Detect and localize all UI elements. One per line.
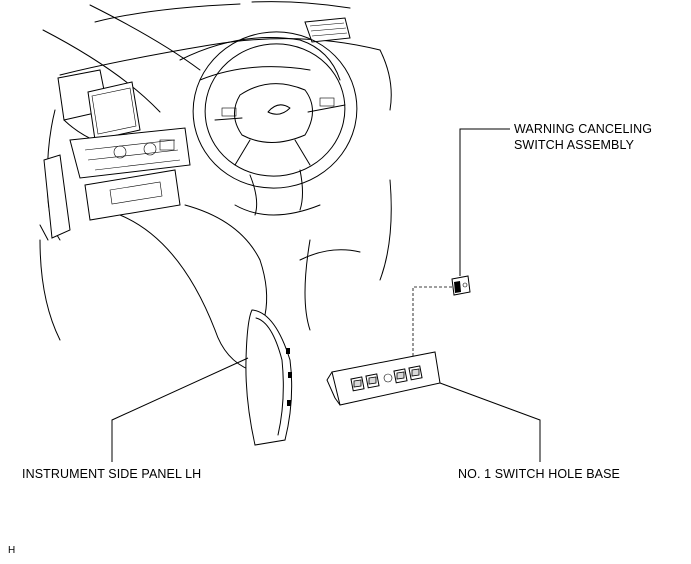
dashboard-drawing bbox=[39, 1, 392, 371]
warning-switch-label-line2: SWITCH ASSEMBLY bbox=[514, 138, 635, 152]
switch-leader-line bbox=[459, 128, 510, 276]
switch-hole-base bbox=[326, 351, 441, 406]
side-panel-label: INSTRUMENT SIDE PANEL LH bbox=[22, 467, 202, 481]
warning-canceling-switch bbox=[451, 275, 471, 296]
switch-install-dashed bbox=[412, 286, 452, 375]
warning-switch-label-line1: WARNING CANCELING bbox=[514, 122, 653, 136]
switch-hole-base-label: NO. 1 SWITCH HOLE BASE bbox=[458, 467, 620, 481]
side-panel-leader-line bbox=[111, 357, 249, 462]
figure-code: H bbox=[8, 545, 16, 556]
instrument-side-panel bbox=[245, 309, 293, 446]
warning-switch-label: WARNING CANCELING SWITCH ASSEMBLY bbox=[514, 121, 652, 153]
switch-hole-base-leader-line bbox=[439, 382, 541, 462]
